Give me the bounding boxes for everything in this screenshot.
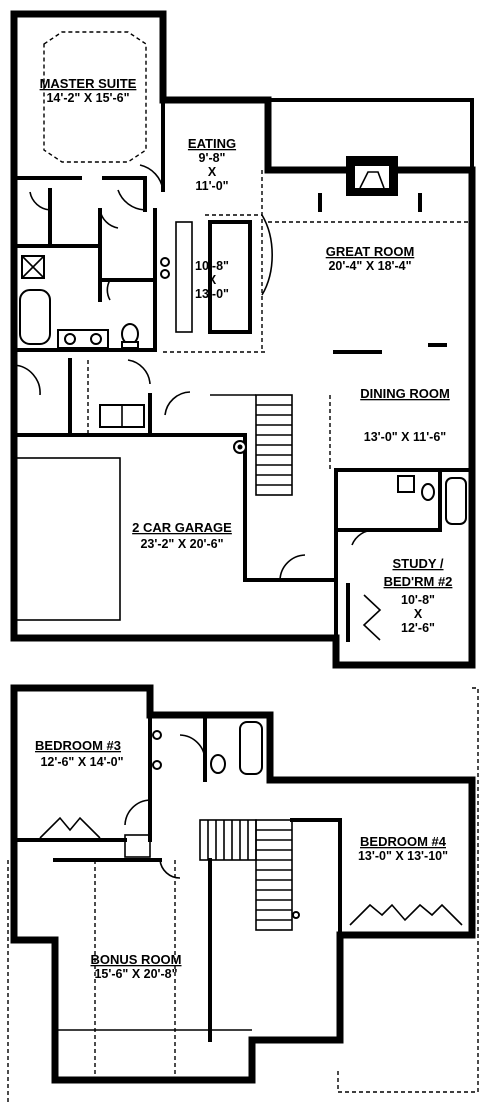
master-tub <box>19 289 51 345</box>
upstairs-tub <box>239 721 263 775</box>
study-bath-area <box>334 468 474 667</box>
great-room-name: GREAT ROOM <box>326 244 415 259</box>
second-floor <box>7 684 479 1102</box>
patio-outline <box>266 98 474 172</box>
study-name1: STUDY / <box>392 556 443 571</box>
garage-dim: 23'-2" X 20'-6" <box>140 537 223 551</box>
eating-name: EATING <box>188 136 236 151</box>
bedroom4-name: BEDROOM #4 <box>360 834 447 849</box>
bedroom3-dim: 12'-6" X 14'-0" <box>40 755 123 769</box>
bedroom3-name: BEDROOM #3 <box>35 738 121 753</box>
study-tub <box>445 477 467 525</box>
great-room-dim: 20'-4" X 18'-4" <box>328 259 411 273</box>
first-floor <box>10 10 476 669</box>
bonus-room-name: BONUS ROOM <box>91 952 182 967</box>
garage-area <box>12 358 338 621</box>
great-room-area <box>268 193 472 470</box>
first-floor-stairs <box>210 394 293 496</box>
upstairs-toilet <box>210 754 226 774</box>
bedroom4-dim: 13'-0" X 13'-10" <box>358 849 448 863</box>
kitchen-x: X <box>208 273 217 287</box>
garage-name: 2 CAR GARAGE <box>132 520 232 535</box>
bedroom3-area <box>12 713 152 858</box>
second-floor-stairs <box>199 818 342 937</box>
garage-door <box>13 457 121 621</box>
master-suite-name: MASTER SUITE <box>40 76 137 91</box>
room-labels: MASTER SUITE 14'-2" X 15'-6" EATING 9'-8… <box>35 76 452 981</box>
master-suite-area <box>12 31 157 352</box>
bedroom4-closet <box>349 903 463 926</box>
study-name2: BED'RM #2 <box>384 574 453 589</box>
bonus-room-area <box>53 858 252 1080</box>
dining-room-name: DINING ROOM <box>360 386 450 401</box>
eating-dim1: 9'-8" <box>199 151 226 165</box>
kitchen-dim2: 13'-0" <box>195 287 229 301</box>
study-x: X <box>414 607 423 621</box>
eating-dim2: 11'-0" <box>195 179 228 193</box>
roof-outline <box>337 687 479 1093</box>
upstairs-bath <box>124 713 263 826</box>
fireplace <box>346 156 398 196</box>
eating-x: X <box>208 165 217 179</box>
kitchen-dim1: 10'-8" <box>195 259 229 273</box>
kitchen-area <box>139 98 273 353</box>
study-toilet <box>421 483 435 501</box>
master-suite-dim: 14'-2" X 15'-6" <box>46 91 129 105</box>
study-dim1: 10'-8" <box>401 593 435 607</box>
dining-room-dim: 13'-0" X 11'-6" <box>364 430 447 444</box>
study-dim2: 12'-6" <box>401 621 435 635</box>
bonus-room-dim: 15'-6" X 20'-8" <box>94 967 177 981</box>
